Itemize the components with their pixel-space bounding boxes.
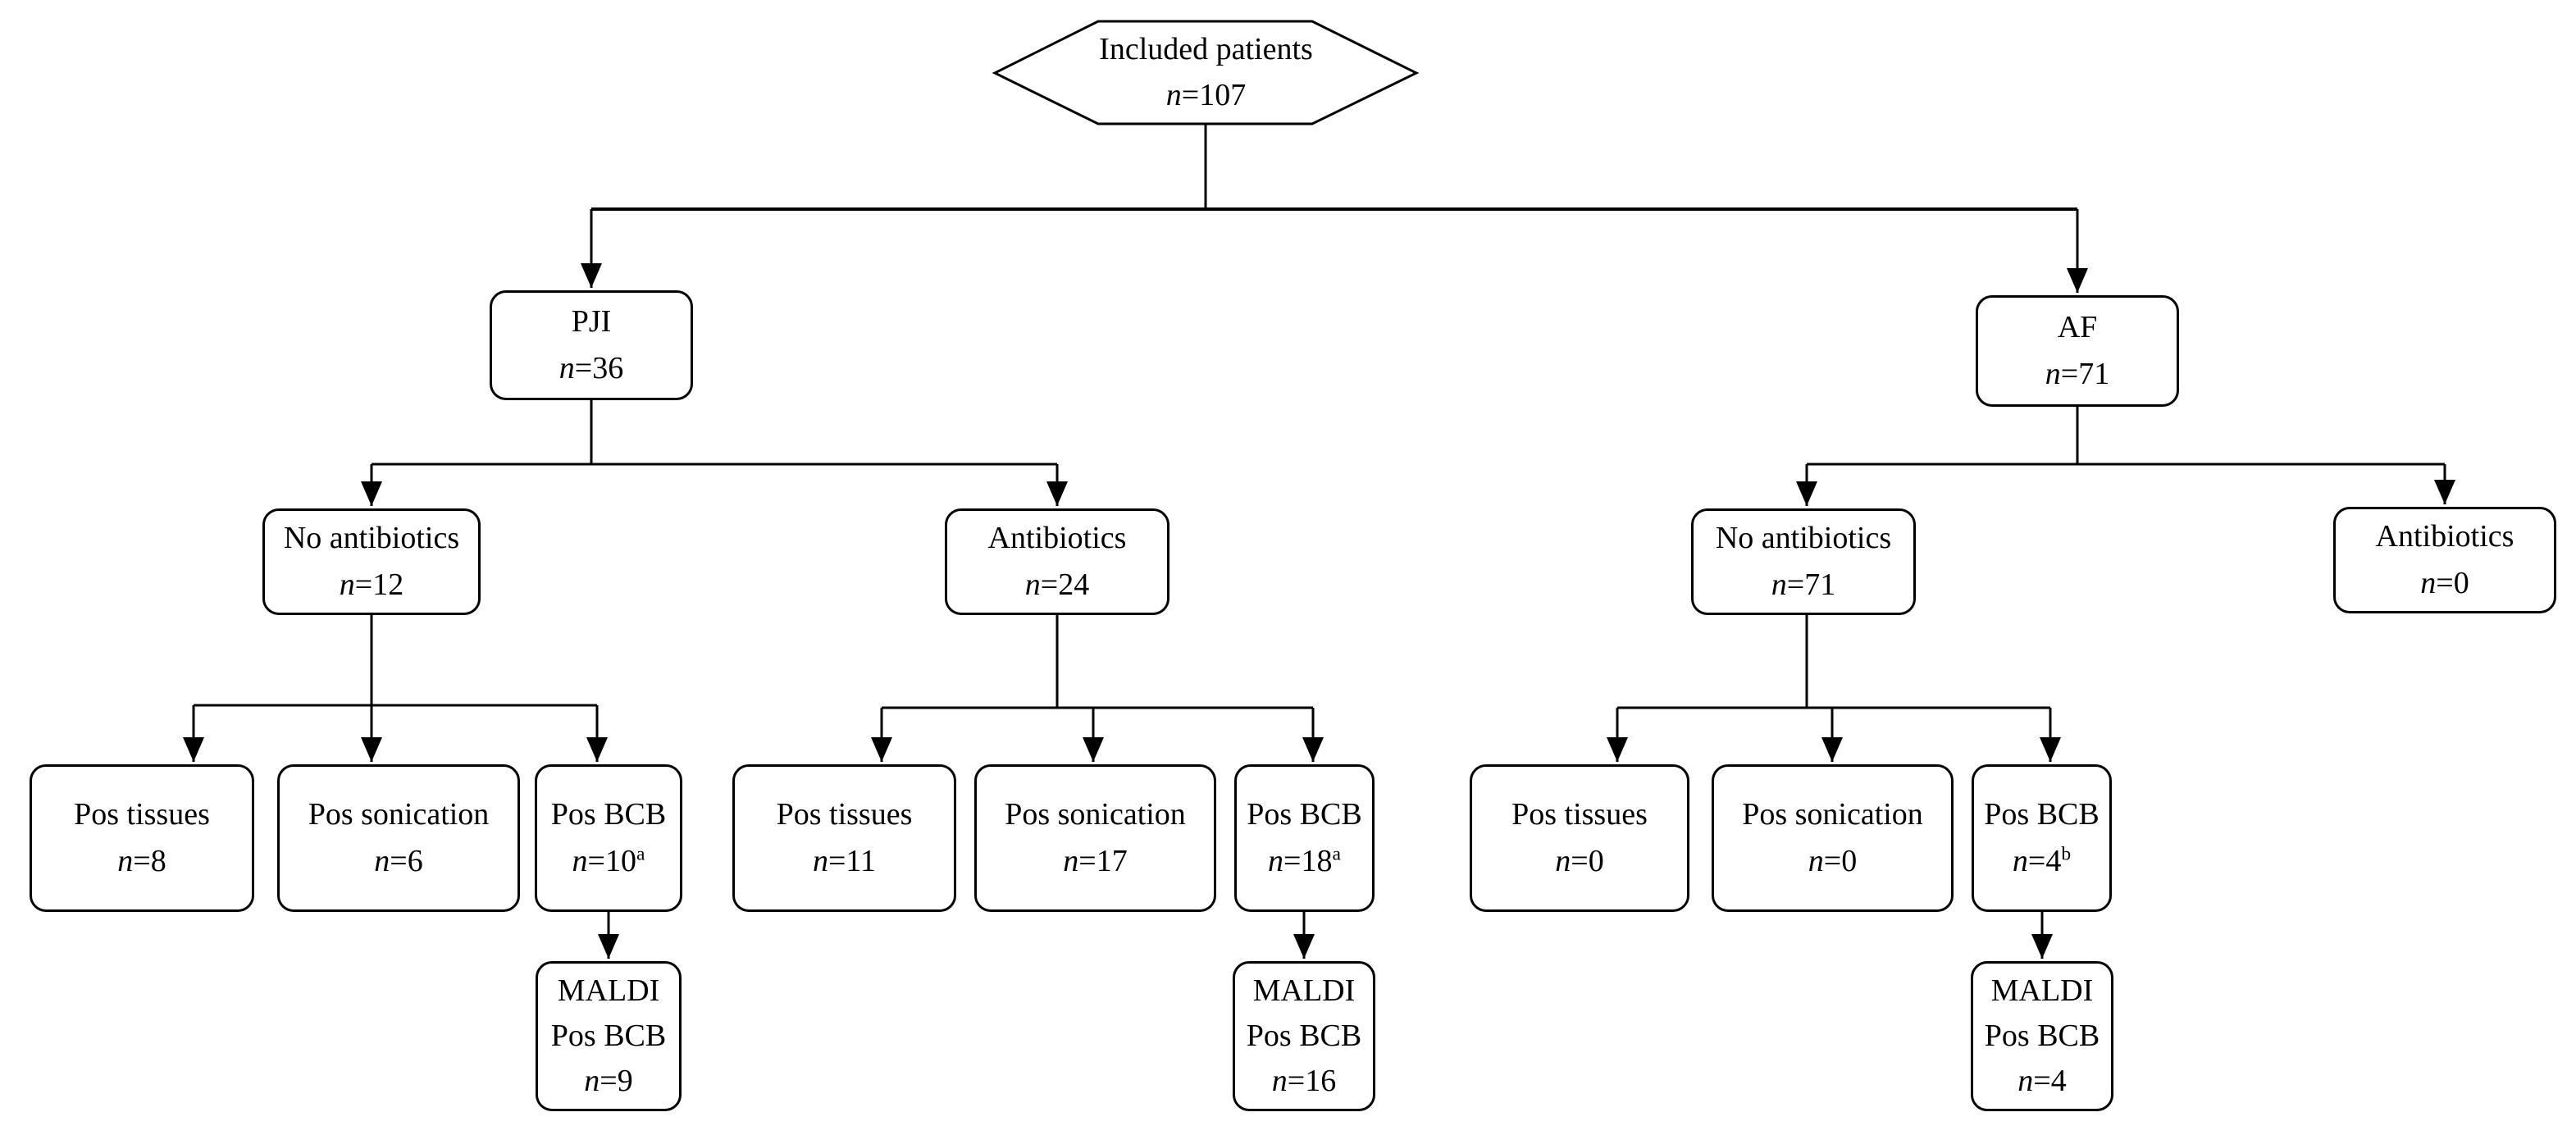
af-node: AF n=71 [1976, 295, 2179, 407]
node-count: n=71 [2045, 357, 2110, 391]
node-count: n=36 [559, 351, 624, 385]
pji-no-abx-pos-sonication-node: Pos sonication n=6 [277, 764, 520, 912]
node-count: n=6 [374, 844, 423, 878]
node-count: n=71 [1771, 568, 1836, 602]
node-count: n=0 [1808, 844, 1858, 878]
af-no-abx-pos-sonication-node: Pos sonication n=0 [1712, 764, 1954, 912]
node-label: MALDI [557, 973, 660, 1008]
node-label: Pos tissues [776, 797, 913, 832]
node-count: n=18a [1268, 843, 1341, 878]
af-no-abx-pos-tissues-node: Pos tissues n=0 [1470, 764, 1689, 912]
pji-antibiotics-node: Antibiotics n=24 [945, 508, 1169, 615]
node-count: n=4b [2012, 843, 2072, 878]
af-no-abx-pos-bcb-node: Pos BCB n=4b [1972, 764, 2112, 912]
footnote-marker: b [2061, 843, 2072, 865]
node-label: Pos BCB [1247, 797, 1362, 832]
node-label: Pos BCB [1246, 1018, 1362, 1053]
node-label: PJI [571, 304, 612, 339]
node-label: No antibiotics [1715, 521, 1892, 555]
node-count: n=24 [1024, 568, 1090, 602]
node-count: n=16 [1271, 1064, 1337, 1099]
included-patients-node: Included patients n=107 [995, 21, 1417, 124]
af-no-abx-maldi-node: MALDI Pos BCB n=4 [1971, 961, 2113, 1111]
node-label: MALDI [1252, 973, 1356, 1008]
node-count: n=11 [812, 844, 877, 878]
pji-abx-maldi-node: MALDI Pos BCB n=16 [1233, 961, 1375, 1111]
pji-node: PJI n=36 [490, 290, 693, 400]
footnote-marker: a [1332, 843, 1341, 865]
node-label: Pos sonication [1005, 797, 1186, 832]
pji-no-abx-maldi-node: MALDI Pos BCB n=9 [536, 961, 682, 1111]
footnote-marker: a [636, 843, 645, 865]
pji-no-abx-pos-bcb-node: Pos BCB n=10a [535, 764, 682, 912]
node-label: Pos BCB [1984, 797, 2100, 832]
pji-no-abx-pos-tissues-node: Pos tissues n=8 [30, 764, 254, 912]
node-label: Antibiotics [2375, 519, 2514, 554]
node-count: n=4 [2017, 1064, 2067, 1099]
node-count: n=12 [339, 568, 404, 602]
node-count: n=0 [1555, 844, 1604, 878]
node-label: Pos tissues [74, 797, 210, 832]
pji-no-antibiotics-node: No antibiotics n=12 [262, 508, 481, 615]
af-antibiotics-node: Antibiotics n=0 [2333, 507, 2556, 613]
node-label: Pos BCB [1984, 1018, 2100, 1053]
node-label: Pos tissues [1511, 797, 1648, 832]
af-no-antibiotics-node: No antibiotics n=71 [1691, 508, 1916, 615]
node-count: n=8 [117, 844, 166, 878]
node-count: n=10a [572, 843, 645, 878]
node-label: MALDI [1990, 973, 2094, 1008]
node-label: Included patients [1099, 32, 1313, 67]
node-label: Pos sonication [308, 797, 490, 832]
node-label: Pos BCB [550, 1018, 667, 1053]
node-label: AF [2057, 310, 2098, 344]
node-label: No antibiotics [283, 521, 460, 555]
node-label: Pos BCB [550, 797, 667, 832]
hexagon-shape [992, 20, 1420, 125]
node-count: n=0 [2420, 566, 2469, 600]
pji-abx-pos-sonication-node: Pos sonication n=17 [974, 764, 1216, 912]
node-count: n=17 [1063, 844, 1128, 878]
pji-abx-pos-bcb-node: Pos BCB n=18a [1234, 764, 1375, 912]
node-label: Pos sonication [1742, 797, 1923, 832]
node-label: Antibiotics [987, 521, 1127, 555]
node-count: n=9 [584, 1064, 633, 1099]
node-count: n=107 [1165, 77, 1247, 112]
pji-abx-pos-tissues-node: Pos tissues n=11 [732, 764, 956, 912]
